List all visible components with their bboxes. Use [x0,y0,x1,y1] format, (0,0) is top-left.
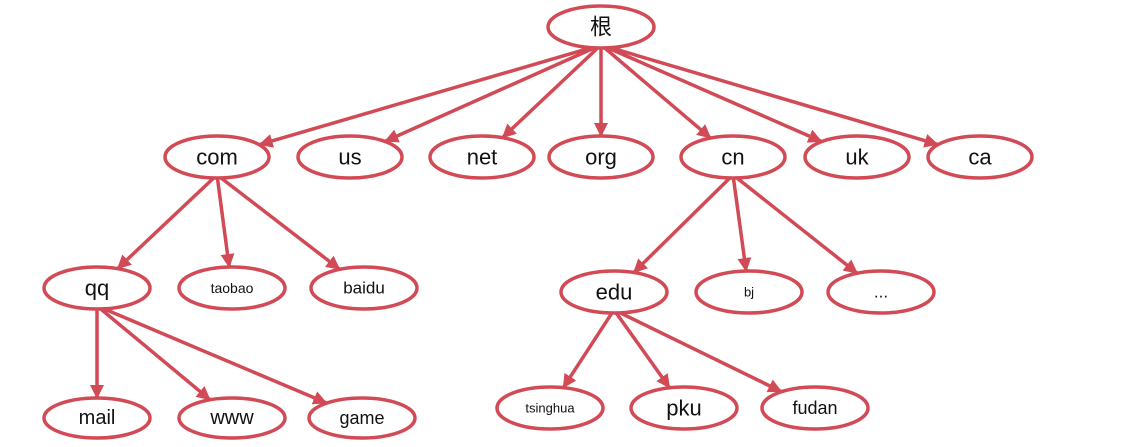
node-ellipse-edu [559,269,669,315]
node-label-ca: ca [968,145,992,170]
node-root: 根 [546,4,656,50]
node-www: www [177,396,287,440]
node-uk: uk [803,134,911,180]
node-ellipse-org [547,134,655,180]
edge-edu-fudan [613,308,783,393]
edge-com-qq [116,173,219,270]
edge-cn-more [731,173,858,275]
node-label-more: ... [874,283,888,302]
node-label-org: org [585,145,617,170]
node-ellipse-www [177,396,287,440]
node-game: game [307,396,417,440]
node-qq: qq [42,265,152,311]
node-label-com: com [196,145,238,170]
node-label-root: 根 [590,15,612,40]
edge-com-baidu [215,173,341,271]
node-tsinghua: tsinghua [495,385,605,431]
node-label-uk: uk [845,145,869,170]
node-more: ... [826,269,936,315]
node-label-cn: cn [721,145,744,170]
node-label-bj: bj [744,285,754,300]
node-ellipse-uk [803,134,911,180]
node-label-us: us [338,145,361,170]
node-label-game: game [339,408,384,428]
node-org: org [547,134,655,180]
node-ellipse-fudan [760,385,870,431]
node-layer: 根 com us net org cn uk ca qq taobao baidu edu bj... m… [42,4,1034,440]
node-label-edu: edu [596,280,633,305]
node-taobao: taobao [177,265,287,311]
node-ellipse-cn [679,134,787,180]
node-label-mail: mail [79,407,116,429]
node-mail: mail [42,396,152,440]
node-cn: cn [679,134,787,180]
node-label-fudan: fudan [792,398,837,418]
edge-cn-bj [731,174,752,272]
node-ellipse-more [826,269,936,315]
node-ellipse-game [307,396,417,440]
node-ellipse-root [546,4,656,50]
node-ellipse-mail [42,396,152,440]
node-ellipse-tsinghua [495,385,605,431]
node-edu: edu [559,269,669,315]
node-fudan: fudan [760,385,870,431]
edge-qq-www [95,304,211,401]
edge-root-uk [600,43,823,143]
edge-cn-edu [632,173,735,274]
node-label-tsinghua: tsinghua [525,401,575,416]
edge-edu-tsinghua [562,308,616,389]
edge-root-com [258,43,602,148]
node-label-www: www [209,407,254,429]
edge-root-ca [600,43,939,148]
node-ellipse-baidu [309,265,419,311]
edge-com-taobao [215,174,235,268]
edge-qq-game [96,304,328,405]
node-label-net: net [467,145,498,170]
node-ellipse-com [163,134,271,180]
edge-root-cn [599,43,712,139]
edge-layer [90,43,939,405]
edge-root-net [501,43,603,139]
node-ellipse-bj [694,269,804,315]
node-baidu: baidu [309,265,419,311]
node-label-qq: qq [85,276,109,301]
node-ellipse-pku [629,385,739,431]
node-label-taobao: taobao [211,280,254,296]
node-ellipse-net [428,134,536,180]
node-ellipse-taobao [177,265,287,311]
node-pku: pku [629,385,739,431]
node-com: com [163,134,271,180]
node-net: net [428,134,536,180]
node-us: us [296,134,404,180]
node-ellipse-qq [42,265,152,311]
node-ellipse-ca [926,134,1034,180]
edge-root-us [384,43,602,143]
node-ellipse-us [296,134,404,180]
node-label-baidu: baidu [343,279,385,298]
node-bj: bj [694,269,804,315]
node-ca: ca [926,134,1034,180]
node-label-pku: pku [666,396,701,421]
edge-edu-pku [612,308,671,389]
